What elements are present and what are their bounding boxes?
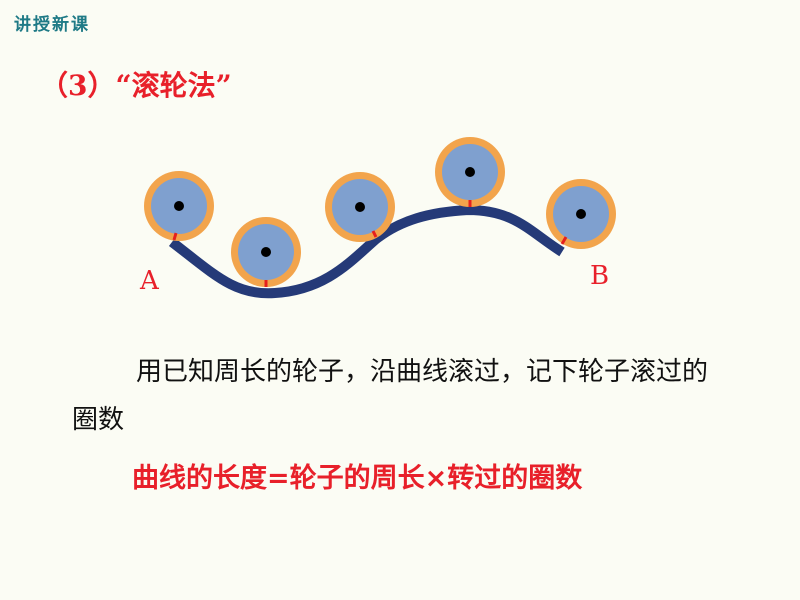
wheel-axle	[576, 209, 586, 219]
point-label-a: A	[139, 266, 160, 296]
method-description: 用已知周长的轮子，沿曲线滚过，记下轮子滚过的圈数	[72, 357, 709, 435]
point-label-b: B	[590, 261, 609, 291]
section-header: 讲授新课	[14, 15, 90, 35]
wheel-contact-mark	[560, 236, 568, 245]
wheel-axle	[465, 167, 475, 177]
wheel-axle	[355, 202, 365, 212]
wheel	[435, 137, 505, 207]
wheel-contact-mark	[371, 230, 378, 238]
wheel	[231, 217, 301, 287]
wheel	[325, 172, 395, 242]
wheel-axle	[261, 247, 271, 257]
wheel	[546, 179, 616, 249]
length-formula: 曲线的长度=轮子的周长×转过的圈数	[132, 463, 583, 494]
wheel-axle	[174, 201, 184, 211]
wheel-contact-mark	[172, 232, 178, 241]
curve-path	[168, 204, 565, 299]
wheel	[144, 171, 214, 241]
method-heading: （3）“滚轮法”	[40, 69, 232, 102]
